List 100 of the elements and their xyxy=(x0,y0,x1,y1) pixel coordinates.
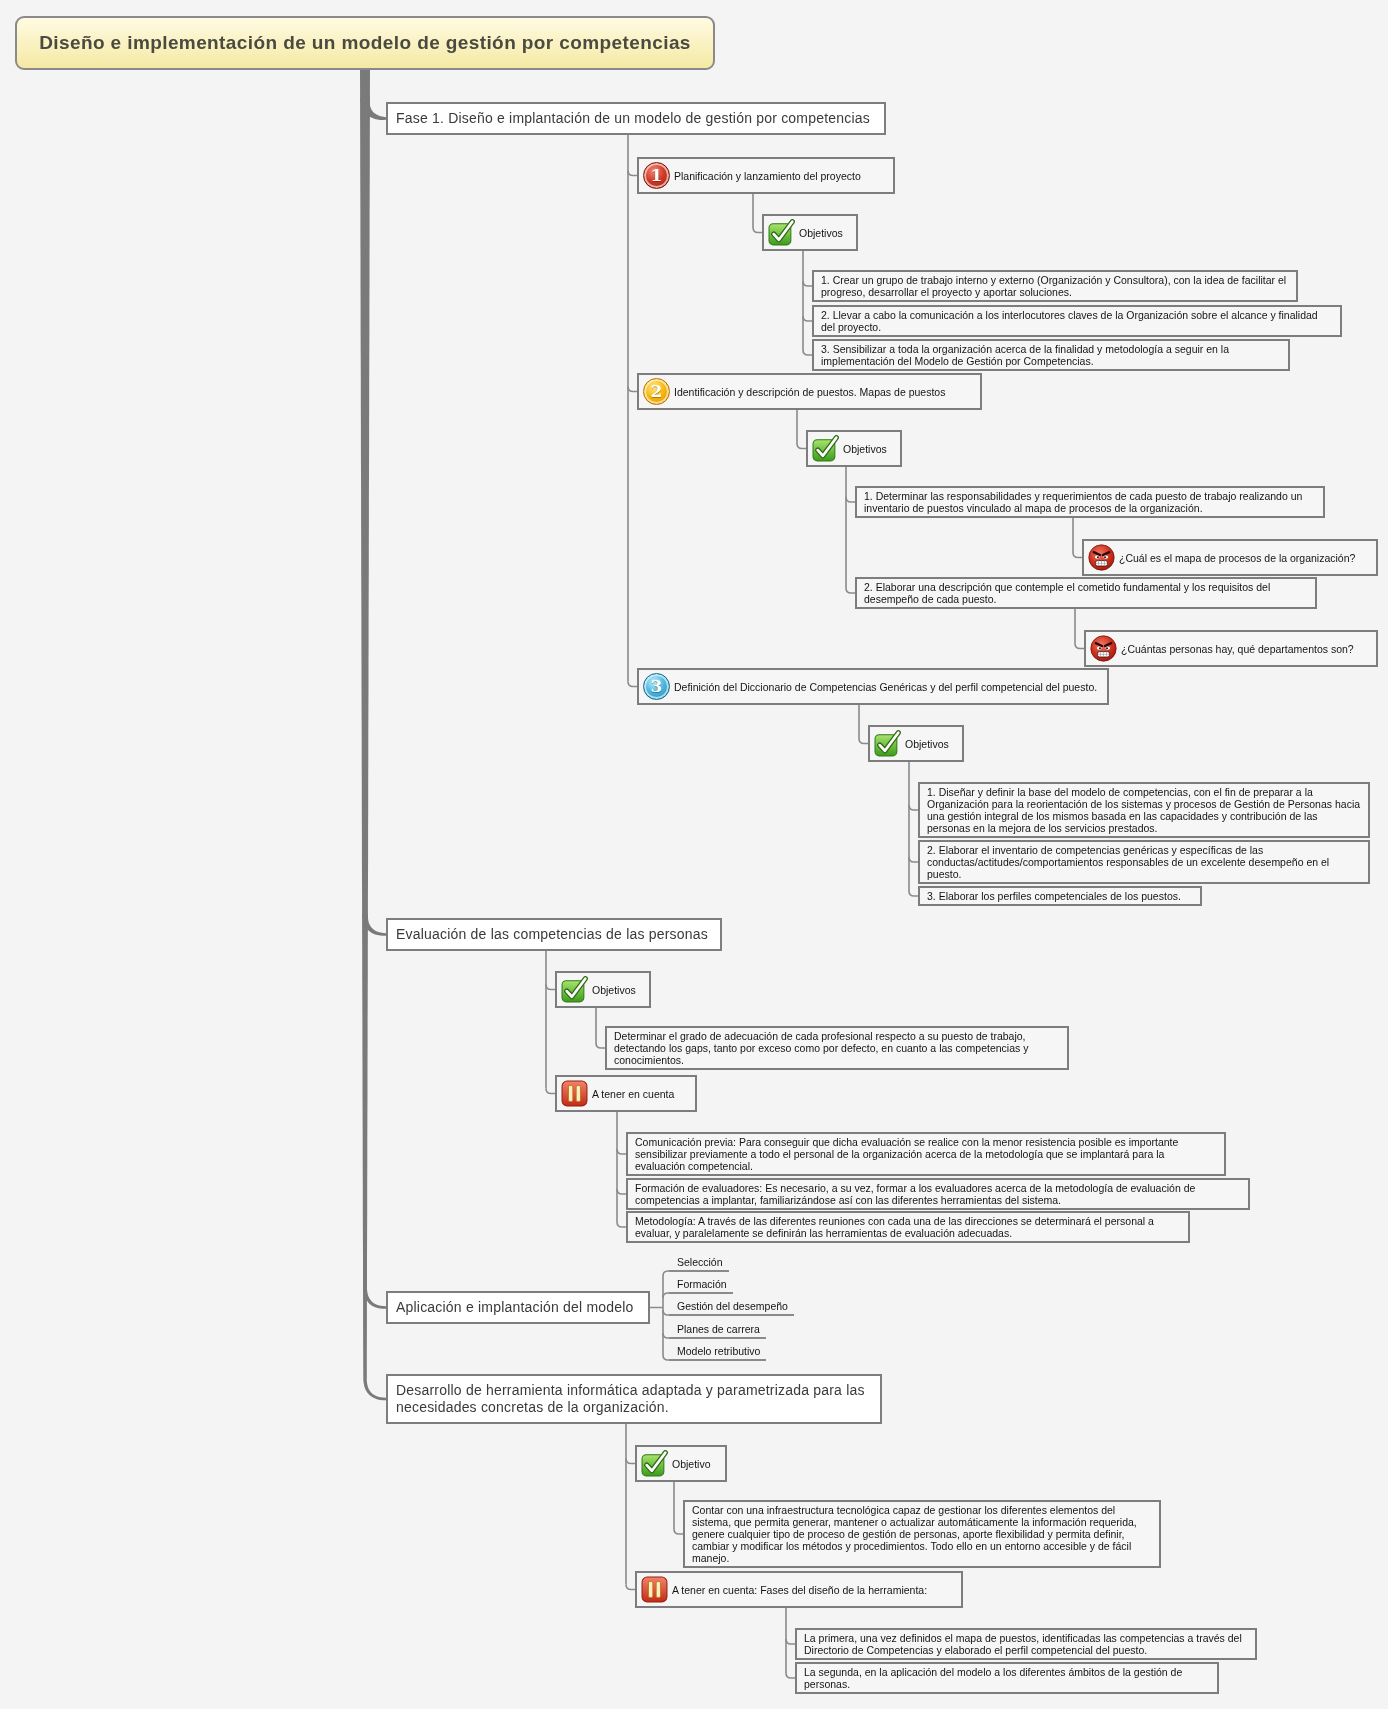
subtopic-box xyxy=(868,725,964,762)
subtopic-text: A tener en cuenta: Fases del diseño de la herramienta: xyxy=(672,1583,929,1596)
branch-line xyxy=(908,761,910,892)
main-topic-text: Fase 1. Diseño e implantación de un modelo de gestión por competencias xyxy=(396,110,871,127)
subtopic-box xyxy=(855,486,1325,518)
subtopic-box xyxy=(806,430,902,467)
subtopic-text: La primera, una vez definidos el mapa de puestos, identificadas las competencias a través del Directorio de Competencias y elaborado el perfil competencial del puesto. xyxy=(804,1632,1243,1656)
underlined-subtopic: Modelo retributivo xyxy=(669,1342,767,1361)
underlined-subtopic: Gestión del desempeño xyxy=(669,1297,794,1316)
subtopic-box xyxy=(635,1571,963,1608)
priority-number-badge: 1 xyxy=(643,162,670,189)
subtopic-box xyxy=(855,577,1317,609)
underlined-subtopic: Selección xyxy=(669,1253,729,1272)
priority-number-badge: 2 xyxy=(643,378,670,405)
subtopic-text: Determinar el grado de adecuación de cada profesional respecto a su puesto de trabajo, detectando los gaps, tanto por exceso como por defecto, en cuanto a las competencias y conocimientos. xyxy=(614,1030,1030,1066)
branch-line xyxy=(802,349,813,356)
subtopic-box xyxy=(626,1211,1190,1243)
subtopic-text: Objetivos xyxy=(843,442,888,455)
branch-line xyxy=(785,1638,796,1645)
subtopic-text: ¿Cuántas personas hay, qué departamentos son? xyxy=(1121,642,1355,655)
main-topic-text: Desarrollo de herramienta informática adaptada y parametrizada para las necesidades concretas de la organización. xyxy=(396,1382,866,1416)
subtopic-text: 2. Elaborar el inventario de competencias genéricas y específicas de las conductas/actitudes/comportamientos responsables de un excelente desempeño en el puesto. xyxy=(927,844,1331,880)
priority-number-badge: 3 xyxy=(643,673,670,700)
subtopic-text: Definición del Diccionario de Competencias Genéricas y del perfil competencial del puesto. xyxy=(674,680,1099,693)
branch-line xyxy=(802,280,813,287)
branch-line xyxy=(616,1111,618,1223)
main-branch-line xyxy=(360,97,386,120)
subtopic-box xyxy=(635,1445,727,1482)
subtopic-text: Objetivos xyxy=(799,226,844,239)
subtopic-text: 2. Llevar a cabo la comunicación a los interlocutores claves de la Organización sobre el alcance y finalidad del proyecto. xyxy=(821,309,1319,333)
subtopic-box xyxy=(637,157,895,194)
central-topic-text: Diseño e implementación de un modelo de gestión por competencias xyxy=(38,32,692,54)
subtopic-text: Comunicación previa: Para conseguir que dicha evaluación se realice con la menor resistencia posible es importante sensibilizar previamente a todo el personal de la organización acerca de la metodología que se implantará para la evaluación competencial. xyxy=(635,1136,1180,1172)
branch-line xyxy=(845,496,856,503)
branch-line xyxy=(802,250,804,351)
main-branch-line xyxy=(363,1377,386,1401)
subtopic-box xyxy=(812,270,1298,302)
branch-line xyxy=(785,1672,796,1679)
subtopic-box xyxy=(555,1075,697,1112)
branch-line xyxy=(662,1332,670,1339)
main-topic-text: Aplicación e implantación del modelo xyxy=(396,1299,635,1316)
branch-line xyxy=(845,587,856,594)
subtopic-text: Objetivos xyxy=(905,737,950,750)
subtopic-box xyxy=(918,886,1202,906)
underlined-subtopic: Planes de carrera xyxy=(669,1320,766,1339)
subtopic-text: Metodología: A través de las diferentes reuniones con cada una de las direcciones se determinará el personal a evaluar, y paralelamente se definirán las herramientas de evaluación adecuadas. xyxy=(635,1215,1155,1239)
branch-line xyxy=(908,890,919,897)
subtopic-box xyxy=(795,1662,1219,1694)
branch-line xyxy=(627,134,629,683)
subtopic-box xyxy=(637,668,1109,705)
main-topic-box xyxy=(386,102,886,135)
branch-line xyxy=(845,466,847,589)
main-topic-box xyxy=(386,1374,882,1424)
main-topic-text: Evaluación de las competencias de las personas xyxy=(396,926,709,943)
subtopic-box xyxy=(1082,539,1378,576)
main-topic-box xyxy=(386,918,722,951)
subtopic-box xyxy=(918,782,1370,838)
subtopic-text: Objetivo xyxy=(672,1457,712,1470)
subtopic-text: 1. Determinar las responsabilidades y requerimientos de cada puesto de trabajo realizando un inventario de puestos vinculado al mapa de procesos de la organización. xyxy=(864,490,1304,514)
subtopic-box xyxy=(795,1628,1257,1660)
branch-line xyxy=(616,1188,627,1195)
subtopic-box xyxy=(626,1132,1226,1176)
subtopic-text: 3. Sensibilizar a toda la organización acerca de la finalidad y metodología a seguir en la implementación del Modelo de Gestión por Competencias. xyxy=(821,343,1230,367)
subtopic-box xyxy=(605,1026,1069,1070)
subtopic-text: Objetivos xyxy=(592,983,637,996)
branch-line xyxy=(908,856,919,863)
central-topic-box xyxy=(15,16,715,70)
main-branch-line xyxy=(360,70,370,1378)
subtopic-text: 1. Crear un grupo de trabajo interno y externo (Organización y Consultora), con la idea de facilitar el progreso, desarrollar el proyecto y aportar soluciones. xyxy=(821,274,1288,298)
subtopic-box xyxy=(637,373,982,410)
subtopic-box xyxy=(555,971,651,1008)
branch-line xyxy=(625,1423,627,1586)
branch-line xyxy=(785,1607,787,1674)
branch-line xyxy=(616,1148,627,1155)
subtopic-box xyxy=(1084,630,1378,667)
subtopic-text: ¿Cuál es el mapa de procesos de la organización? xyxy=(1119,551,1357,564)
subtopic-text: Identificación y descripción de puestos. Mapas de puestos xyxy=(674,385,947,398)
branch-line xyxy=(545,950,547,1090)
subtopic-box xyxy=(683,1500,1161,1568)
subtopic-text: Contar con una infraestructura tecnológica capaz de gestionar los diferentes elementos del sistema, que permita generar, mantener o actualizar automáticamente la información requerida, genere cualquier tipo de proceso de gestión de personas, aporte flexibilidad y permita definir, cambiar y modificar los métodos y procedimientos. Todo ello en un entorno accesible y de fácil manejo. xyxy=(692,1504,1138,1564)
subtopic-box xyxy=(918,840,1370,884)
subtopic-text: Planificación y lanzamiento del proyecto xyxy=(674,169,862,182)
subtopic-text: La segunda, en la aplicación del modelo a los diferentes ámbitos de la gestión de personas. xyxy=(804,1666,1184,1690)
branch-line xyxy=(662,1309,670,1316)
subtopic-text: A tener en cuenta xyxy=(592,1087,676,1100)
subtopic-box xyxy=(626,1178,1250,1210)
underlined-subtopic: Formación xyxy=(669,1275,733,1294)
subtopic-text: Formación de evaluadores: Es necesario, a su vez, formar a los evaluadores acerca de la metodología de evaluación de competencias a implantar, familiarizándose así con las diferentes herramientas del sistema. xyxy=(635,1182,1197,1206)
main-topic-box xyxy=(386,1291,650,1324)
subtopic-text: 3. Elaborar los perfiles competenciales de los puestos. xyxy=(927,890,1182,902)
branch-line xyxy=(616,1221,627,1228)
branch-line xyxy=(649,1275,664,1356)
subtopic-text: 2. Elaborar una descripción que contemple el cometido fundamental y los requisitos del desempeño de cada puesto. xyxy=(864,581,1272,605)
main-branch-line xyxy=(362,913,386,936)
branch-line xyxy=(662,1354,670,1361)
branch-line xyxy=(662,1270,670,1277)
subtopic-box xyxy=(762,214,858,251)
subtopic-box xyxy=(812,305,1342,337)
subtopic-box xyxy=(812,339,1290,371)
branch-line xyxy=(662,1292,670,1299)
